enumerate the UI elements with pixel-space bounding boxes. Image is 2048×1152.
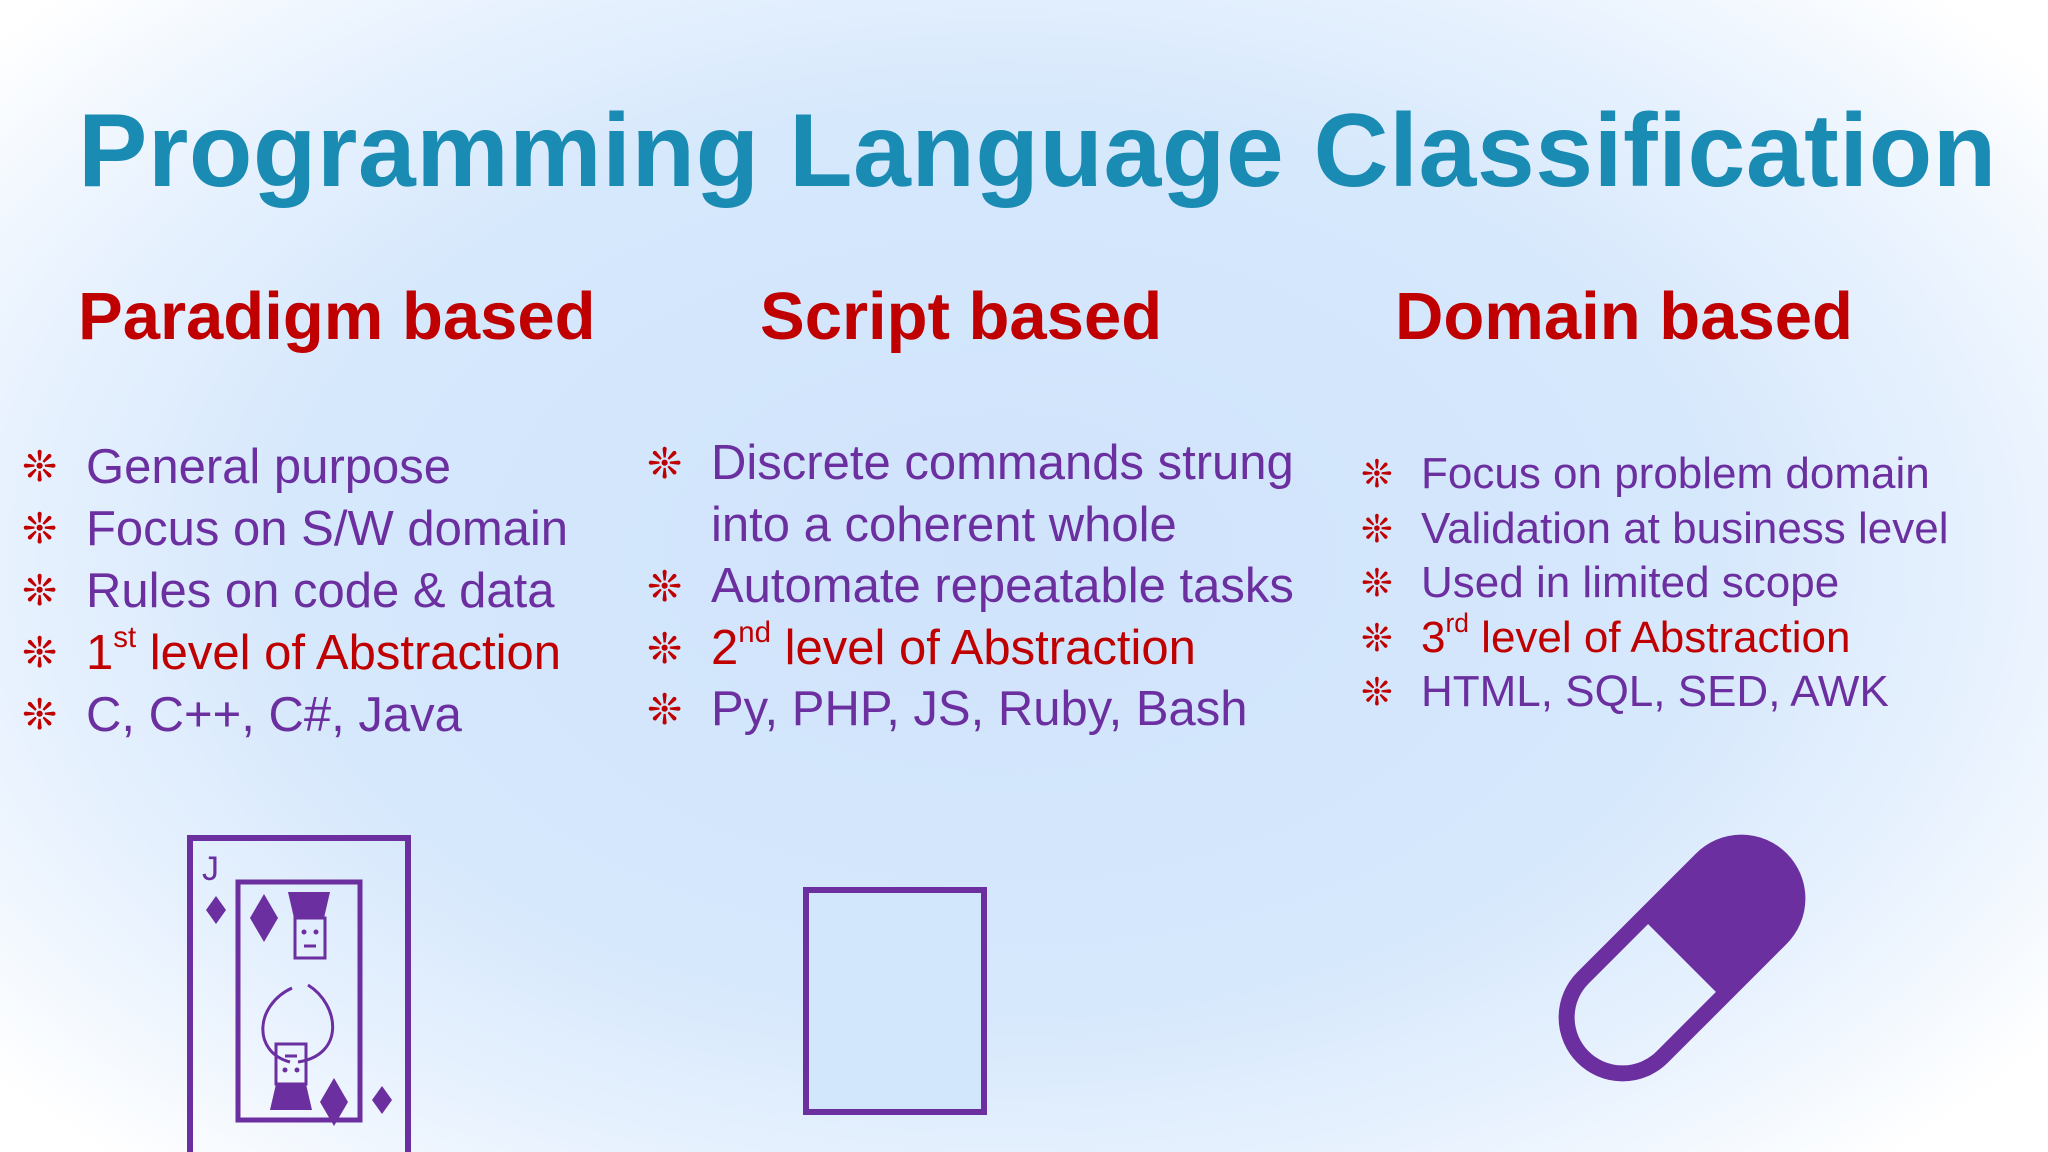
asterisk-bullet-icon: ❊ [22, 504, 58, 553]
asterisk-bullet-icon: ❊ [22, 566, 58, 615]
asterisk-bullet-icon: ❊ [647, 623, 683, 673]
playing-card-jack-of-diamonds-icon: J [187, 835, 411, 1152]
script-bullet-list: ❊Discrete commands strung into a coheren… [647, 433, 1294, 741]
list-item-abstraction-level: ❊3rd level of Abstraction [1361, 610, 1949, 666]
domain-bullet-list: ❊Focus on problem domain ❊Validation at … [1361, 447, 1949, 720]
asterisk-bullet-icon: ❊ [22, 442, 58, 491]
list-item: ❊HTML, SQL, SED, AWK [1361, 665, 1949, 720]
asterisk-bullet-icon: ❊ [22, 690, 58, 739]
list-item: ❊C, C++, C#, Java [22, 684, 568, 746]
paradigm-bullet-list: ❊General purpose ❊Focus on S/W domain ❊R… [22, 436, 568, 746]
heading-paradigm-based: Paradigm based [78, 279, 596, 354]
list-item: ❊Py, PHP, JS, Ruby, Bash [647, 679, 1294, 741]
asterisk-bullet-icon: ❊ [1361, 561, 1393, 605]
list-item: ❊Discrete commands strung [647, 433, 1294, 495]
heading-domain-based: Domain based [1395, 279, 1853, 354]
asterisk-bullet-icon: ❊ [647, 685, 683, 734]
script-page-icon [803, 887, 987, 1115]
asterisk-bullet-icon: ❊ [1361, 452, 1393, 496]
list-item: ❊Used in limited scope [1361, 556, 1949, 611]
list-item-continuation: into a coherent whole [711, 497, 1177, 552]
asterisk-bullet-icon: ❊ [1361, 670, 1393, 714]
list-item: ❊Automate repeatable tasks [647, 556, 1294, 618]
asterisk-bullet-icon: ❊ [1361, 615, 1393, 660]
asterisk-bullet-icon: ❊ [647, 562, 683, 611]
asterisk-bullet-icon: ❊ [1361, 506, 1393, 551]
card-rank-label: J [202, 850, 219, 888]
heading-script-based: Script based [760, 279, 1163, 354]
list-item: ❊Rules on code & data [22, 560, 568, 622]
capsule-pill-icon [1558, 834, 1806, 1082]
list-item: ❊Validation at business level [1361, 502, 1949, 557]
list-item-abstraction-level: ❊1st level of Abstraction [22, 622, 568, 684]
list-item: ❊Focus on S/W domain [22, 498, 568, 560]
asterisk-bullet-icon: ❊ [22, 628, 58, 677]
asterisk-bullet-icon: ❊ [647, 439, 683, 488]
list-item: ❊Focus on problem domain [1361, 447, 1949, 502]
list-item: ❊General purpose [22, 436, 568, 498]
slide-title: Programming Language Classification [78, 93, 1997, 209]
list-item-abstraction-level: ❊2nd level of Abstraction [647, 618, 1294, 680]
